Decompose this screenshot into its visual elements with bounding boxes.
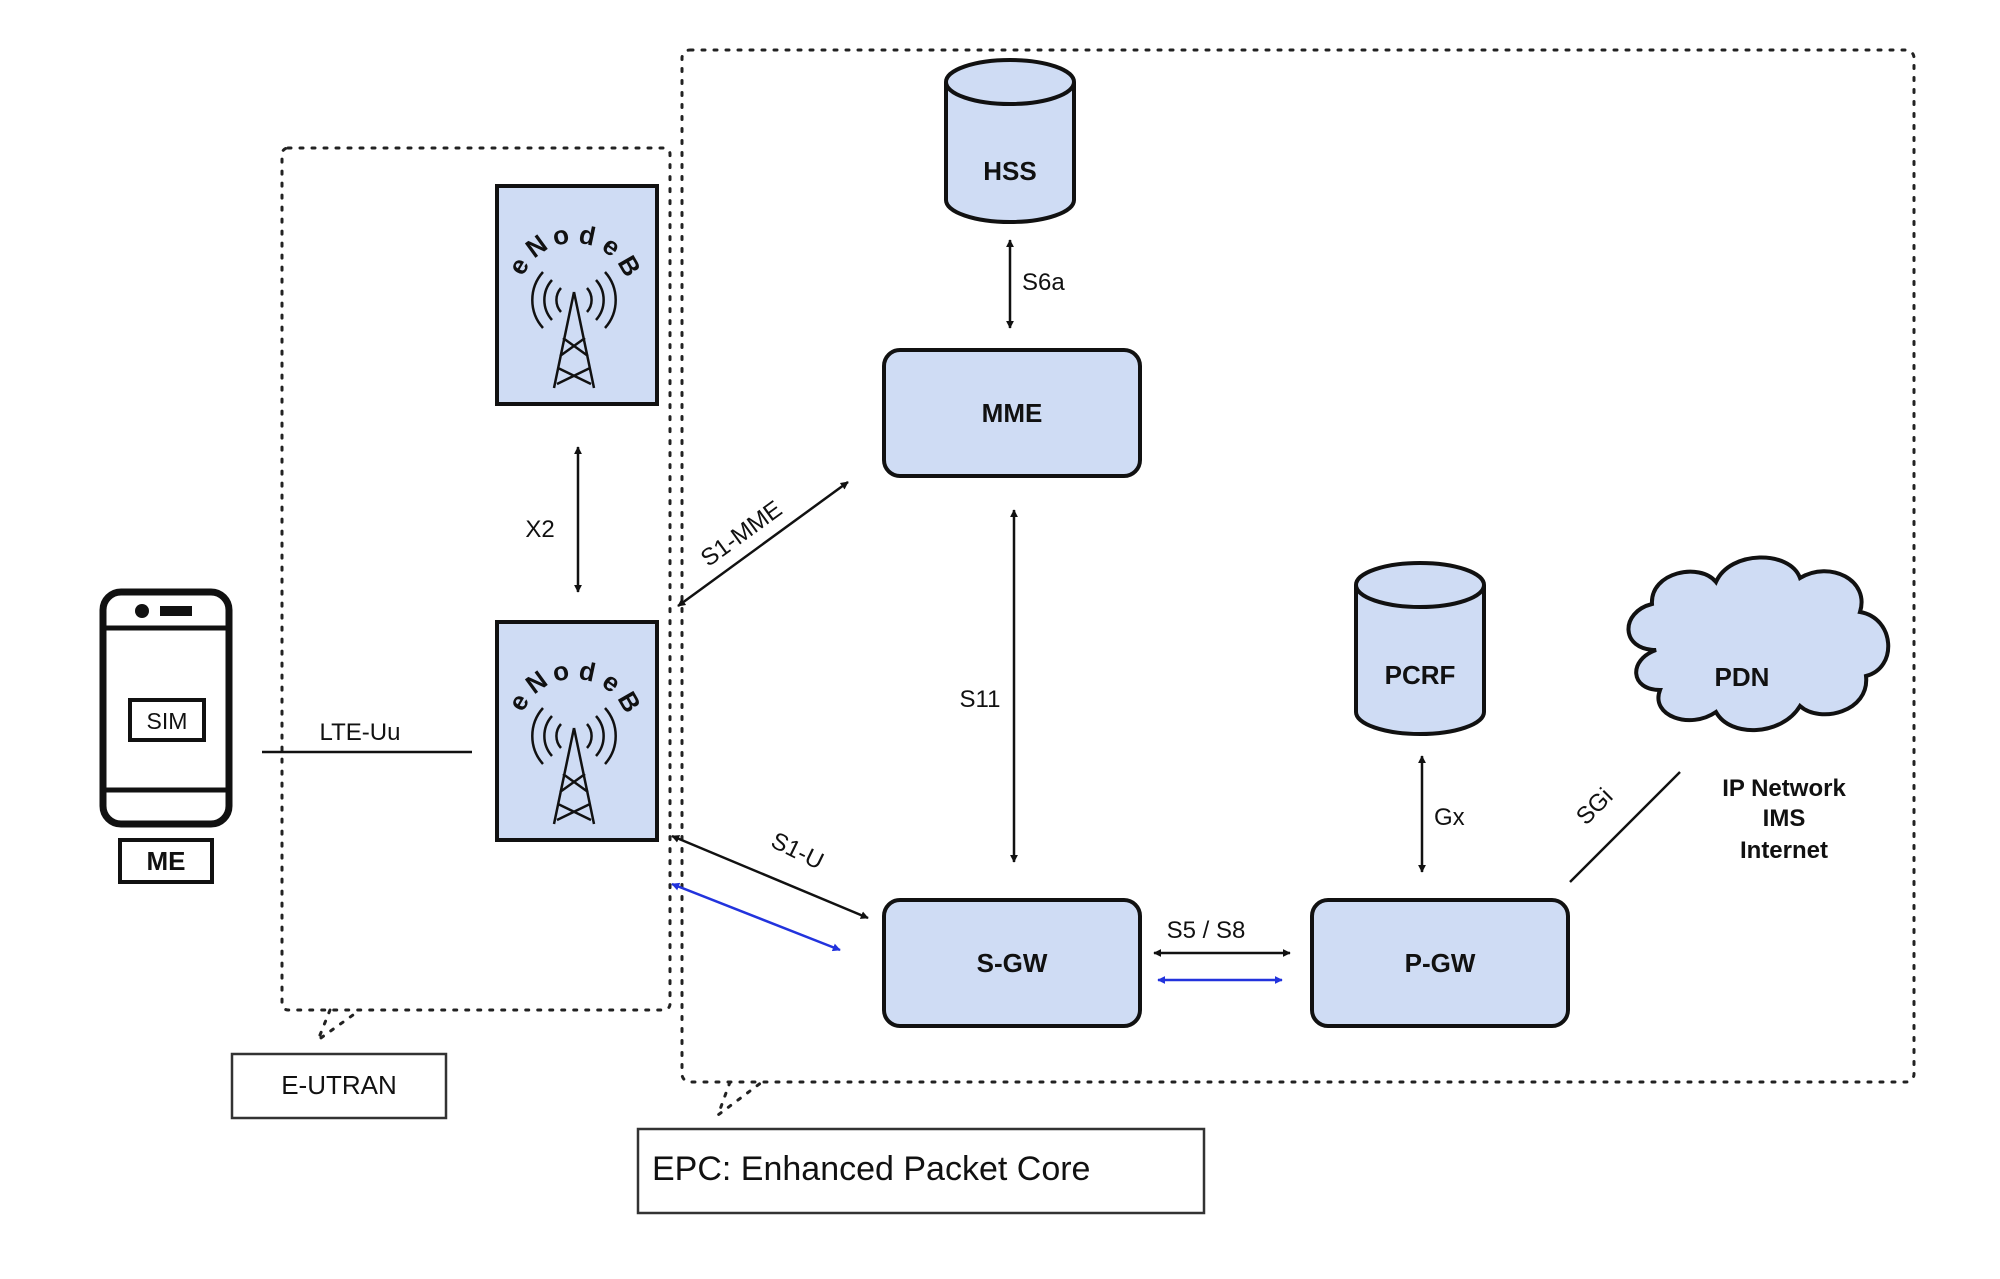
epc-label-box: EPC: Enhanced Packet Core xyxy=(636,1127,1206,1215)
s5-s8-label: S5 / S8 xyxy=(1167,917,1246,944)
hss-label: HSS xyxy=(983,156,1036,186)
pgw-box: P-GW xyxy=(1310,898,1570,1028)
me-box: ME xyxy=(118,838,214,884)
eutran-frame xyxy=(280,146,672,1012)
cloud-icon xyxy=(1626,555,1891,733)
pdn-cloud: PDN xyxy=(1626,555,1891,733)
eutran-label-box: E-UTRAN xyxy=(230,1052,448,1120)
pgw-label: P-GW xyxy=(1405,948,1476,978)
sgw-label: S-GW xyxy=(977,948,1048,978)
hss-database: HSS xyxy=(944,58,1076,224)
pdn-note-ip-network: IP Network xyxy=(1722,775,1846,802)
s1-mme-arrow xyxy=(677,480,849,608)
x2-label: X2 xyxy=(525,516,554,543)
s1-u-label: S1-U xyxy=(767,827,828,875)
tower-icon xyxy=(531,707,617,825)
mme-label: MME xyxy=(982,398,1043,428)
me-label: ME xyxy=(147,846,186,876)
database-icon xyxy=(1354,561,1486,736)
pdn-note-ims: IMS xyxy=(1763,805,1806,832)
pcrf-label: PCRF xyxy=(1385,660,1456,690)
mme-box: MME xyxy=(882,348,1142,478)
s11-label: S11 xyxy=(960,686,1001,713)
sim-card: SIM xyxy=(128,698,206,742)
eutran-label: E-UTRAN xyxy=(281,1070,397,1100)
pdn-label: PDN xyxy=(1715,662,1770,692)
pcrf-database: PCRF xyxy=(1354,561,1486,736)
database-icon xyxy=(944,58,1076,224)
sgw-box: S-GW xyxy=(882,898,1142,1028)
eutran-callout-tail xyxy=(314,1008,362,1045)
sgi-link xyxy=(1569,771,1681,883)
epc-callout-tail xyxy=(714,1080,764,1120)
enodeb-letter: d xyxy=(576,655,598,688)
sim-label: SIM xyxy=(147,708,188,734)
enodeb-letter: d xyxy=(576,219,598,252)
pdn-note-internet: Internet xyxy=(1740,837,1828,864)
tower-icon xyxy=(531,271,617,389)
gx-label: Gx xyxy=(1434,804,1465,831)
epc-label: EPC: Enhanced Packet Core xyxy=(652,1150,1090,1188)
s1-u-user-plane-arrow xyxy=(671,882,841,952)
enodeb-letter: o xyxy=(550,219,572,252)
s6a-label: S6a xyxy=(1022,269,1065,296)
enodeb-letter: o xyxy=(550,655,572,688)
sgi-label: SGi xyxy=(1571,783,1618,830)
lte-uu-label: LTE-Uu xyxy=(320,719,401,746)
